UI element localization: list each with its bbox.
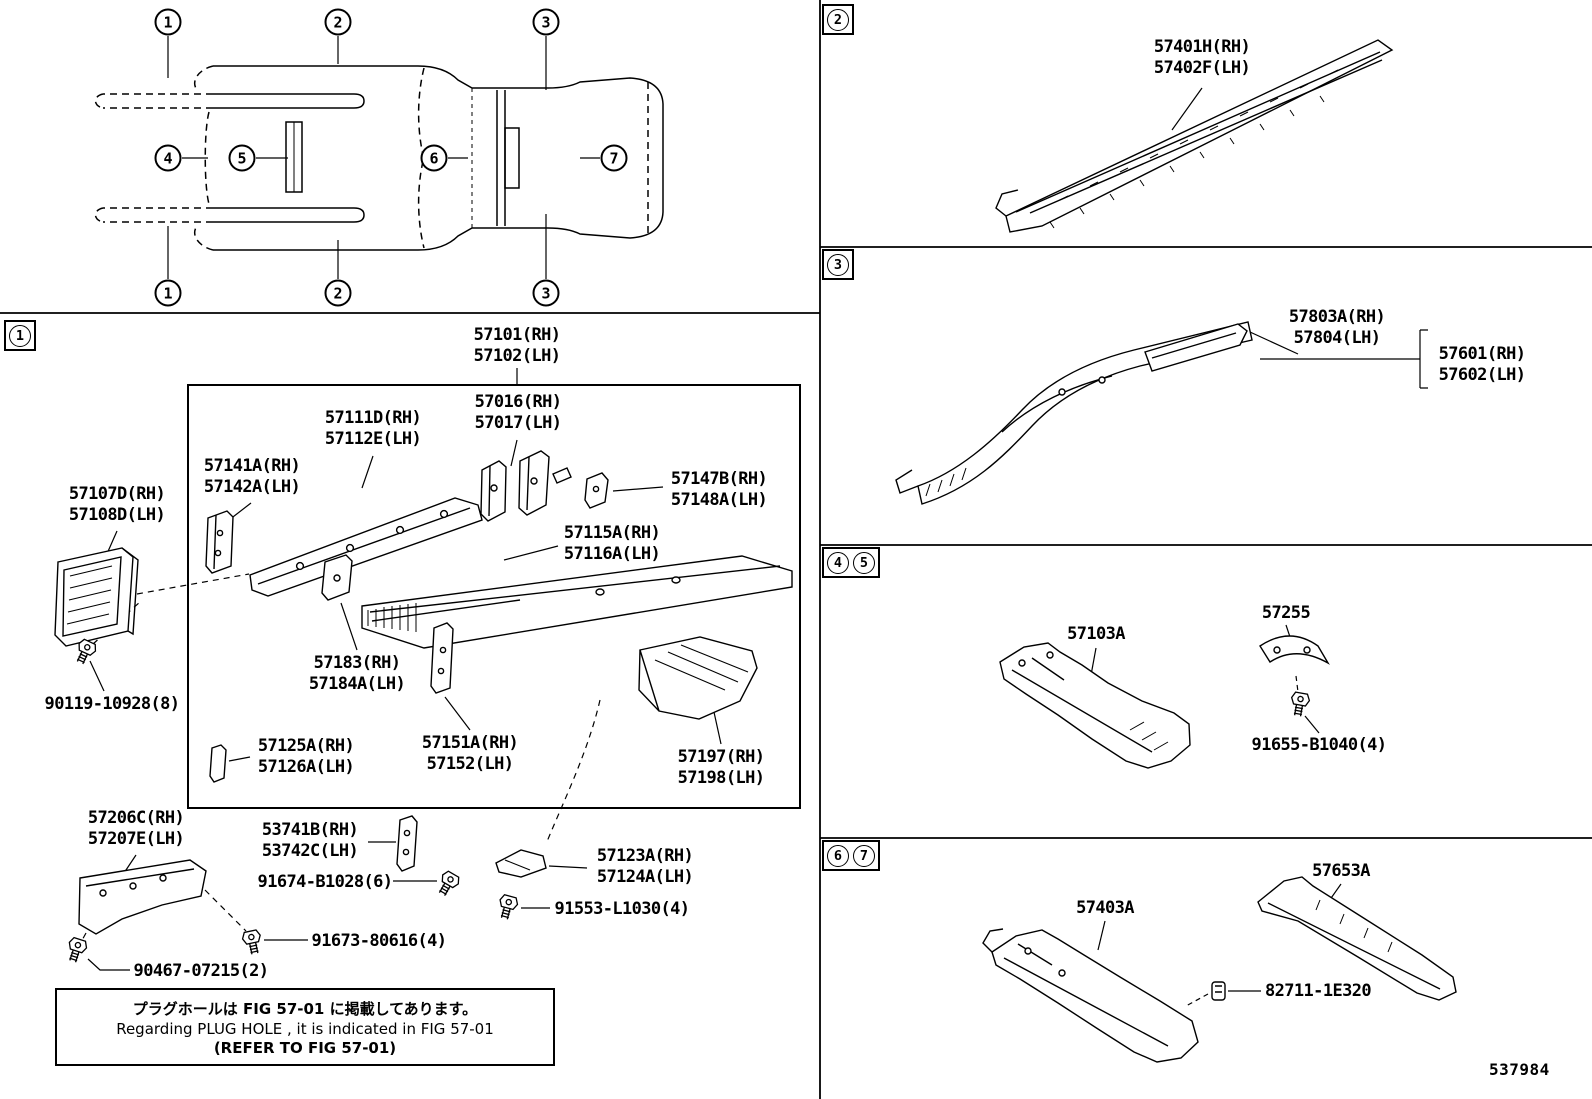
bolt-icon: [1288, 690, 1312, 719]
part-drawing-57103A: [999, 642, 1191, 769]
note-line-english: Regarding PLUG HOLE , it is indicated in…: [116, 1019, 494, 1038]
part-label-57803a: 57803A(RH) 57804(LH): [1288, 307, 1386, 349]
section45-drawing: [999, 624, 1330, 769]
overview-underbody-drawing: [94, 36, 664, 279]
part-drawing-57107D: [54, 547, 139, 647]
plug-hole-note: プラグホールは FIG 57-01 に掲載してあります。 Regarding P…: [55, 988, 555, 1066]
callout-1-bottom: 1: [154, 279, 182, 307]
part-label-57141a: 57141A(RH) 57142A(LH): [203, 456, 301, 498]
part-drawing-57255: [1259, 635, 1330, 665]
part-label-91553: 91553-L1030(4): [554, 899, 690, 919]
part-drawing-57403A: [982, 928, 1199, 1063]
section-number: 5: [853, 551, 875, 574]
section1-dashed-connectors: [79, 573, 601, 945]
part-label-57147b: 57147B(RH) 57148A(LH): [670, 469, 768, 511]
section-number: 7: [853, 844, 875, 867]
part-label-57107d: 57107D(RH) 57108D(LH): [68, 484, 166, 526]
part-drawing-57183: [321, 554, 353, 601]
part-drawing-57147B: [584, 472, 609, 509]
bolt-icon: [63, 935, 90, 965]
callout-leader-lines: [167, 36, 600, 279]
part-label-57403a: 57403A: [1076, 898, 1134, 918]
part-label-57103a: 57103A: [1067, 624, 1125, 644]
section-label-4-5: 4 5: [822, 547, 880, 578]
section-label-2: 2: [822, 4, 854, 35]
section-number: 1: [9, 324, 31, 347]
section1-leader-lines: [87, 368, 722, 971]
bolt-icon: [433, 869, 462, 900]
part-label-90467: 90467-07215(2): [133, 961, 269, 981]
callout-6: 6: [420, 144, 448, 172]
part-label-57115a: 57115A(RH) 57116A(LH): [563, 523, 661, 565]
section-number: 4: [827, 551, 849, 574]
figure-number: 537984: [1489, 1060, 1550, 1079]
part-label-57101: 57101(RH) 57102(LH): [473, 325, 561, 367]
part-label-57183: 57183(RH) 57184A(LH): [308, 653, 406, 695]
section-label-1: 1: [4, 320, 36, 351]
part-label-57601: 57601(RH) 57602(LH): [1438, 344, 1526, 386]
part-drawing-57123A: [495, 849, 547, 878]
part-label-57401h: 57401H(RH) 57402F(LH): [1153, 37, 1251, 79]
part-drawing-57125A: [209, 744, 227, 783]
section2-drawing: [995, 39, 1394, 233]
section-label-6-7: 6 7: [822, 840, 880, 871]
part-label-90119: 90119-10928(8): [44, 694, 180, 714]
part-label-91674: 91674-B1028(6): [257, 872, 393, 892]
part-drawing-57115A: [361, 555, 793, 649]
section3-drawing: [895, 321, 1428, 505]
note-line-reference: (REFER TO FIG 57-01): [213, 1038, 397, 1057]
callout-1-top: 1: [154, 8, 182, 36]
bolt-icon: [240, 928, 265, 957]
part-drawing-57197: [638, 636, 758, 720]
callout-7: 7: [600, 144, 628, 172]
part-drawing-57016: [480, 450, 572, 522]
part-label-91655: 91655-B1040(4): [1251, 735, 1387, 755]
part-drawing-57101: [249, 497, 483, 597]
callout-3-bottom: 3: [532, 279, 560, 307]
section-number: 6: [827, 844, 849, 867]
part-label-57197: 57197(RH) 57198(LH): [677, 747, 765, 789]
part-drawing-57141A: [205, 510, 234, 574]
part-label-57206c: 57206C(RH) 57207E(LH): [87, 808, 185, 850]
callout-2-top: 2: [324, 8, 352, 36]
part-label-57123a: 57123A(RH) 57124A(LH): [596, 846, 694, 888]
section-number: 3: [827, 253, 849, 276]
part-label-53741b: 53741B(RH) 53742C(LH): [261, 820, 359, 862]
part-drawing-53741B: [396, 815, 418, 872]
note-line-japanese: プラグホールは FIG 57-01 に掲載してあります。: [132, 999, 478, 1018]
section1-parts-box: [187, 384, 801, 809]
part-label-57016: 57016(RH) 57017(LH): [474, 392, 562, 434]
part-drawing-57206C: [78, 859, 207, 935]
part-label-57653a: 57653A: [1312, 861, 1370, 881]
section-label-3: 3: [822, 249, 854, 280]
part-label-82711: 82711-1E320: [1265, 981, 1372, 1001]
part-drawing-57653A: [1257, 876, 1457, 1001]
part-label-57111d: 57111D(RH) 57112E(LH): [324, 408, 422, 450]
bolt-icon: [494, 893, 520, 922]
section1-drawing: [54, 368, 801, 971]
callout-2-bottom: 2: [324, 279, 352, 307]
callout-5: 5: [228, 144, 256, 172]
part-drawing-57151A: [430, 622, 454, 694]
section67-drawing: [982, 876, 1457, 1063]
section-number: 2: [827, 8, 849, 31]
part-label-57125a: 57125A(RH) 57126A(LH): [257, 736, 355, 778]
callout-3-top: 3: [532, 8, 560, 36]
part-label-57255: 57255: [1261, 603, 1311, 623]
part-label-57151a: 57151A(RH) 57152(LH): [421, 733, 519, 775]
part-label-91673: 91673-80616(4): [311, 931, 447, 951]
callout-4: 4: [154, 144, 182, 172]
clip-icon: [1211, 981, 1226, 1001]
